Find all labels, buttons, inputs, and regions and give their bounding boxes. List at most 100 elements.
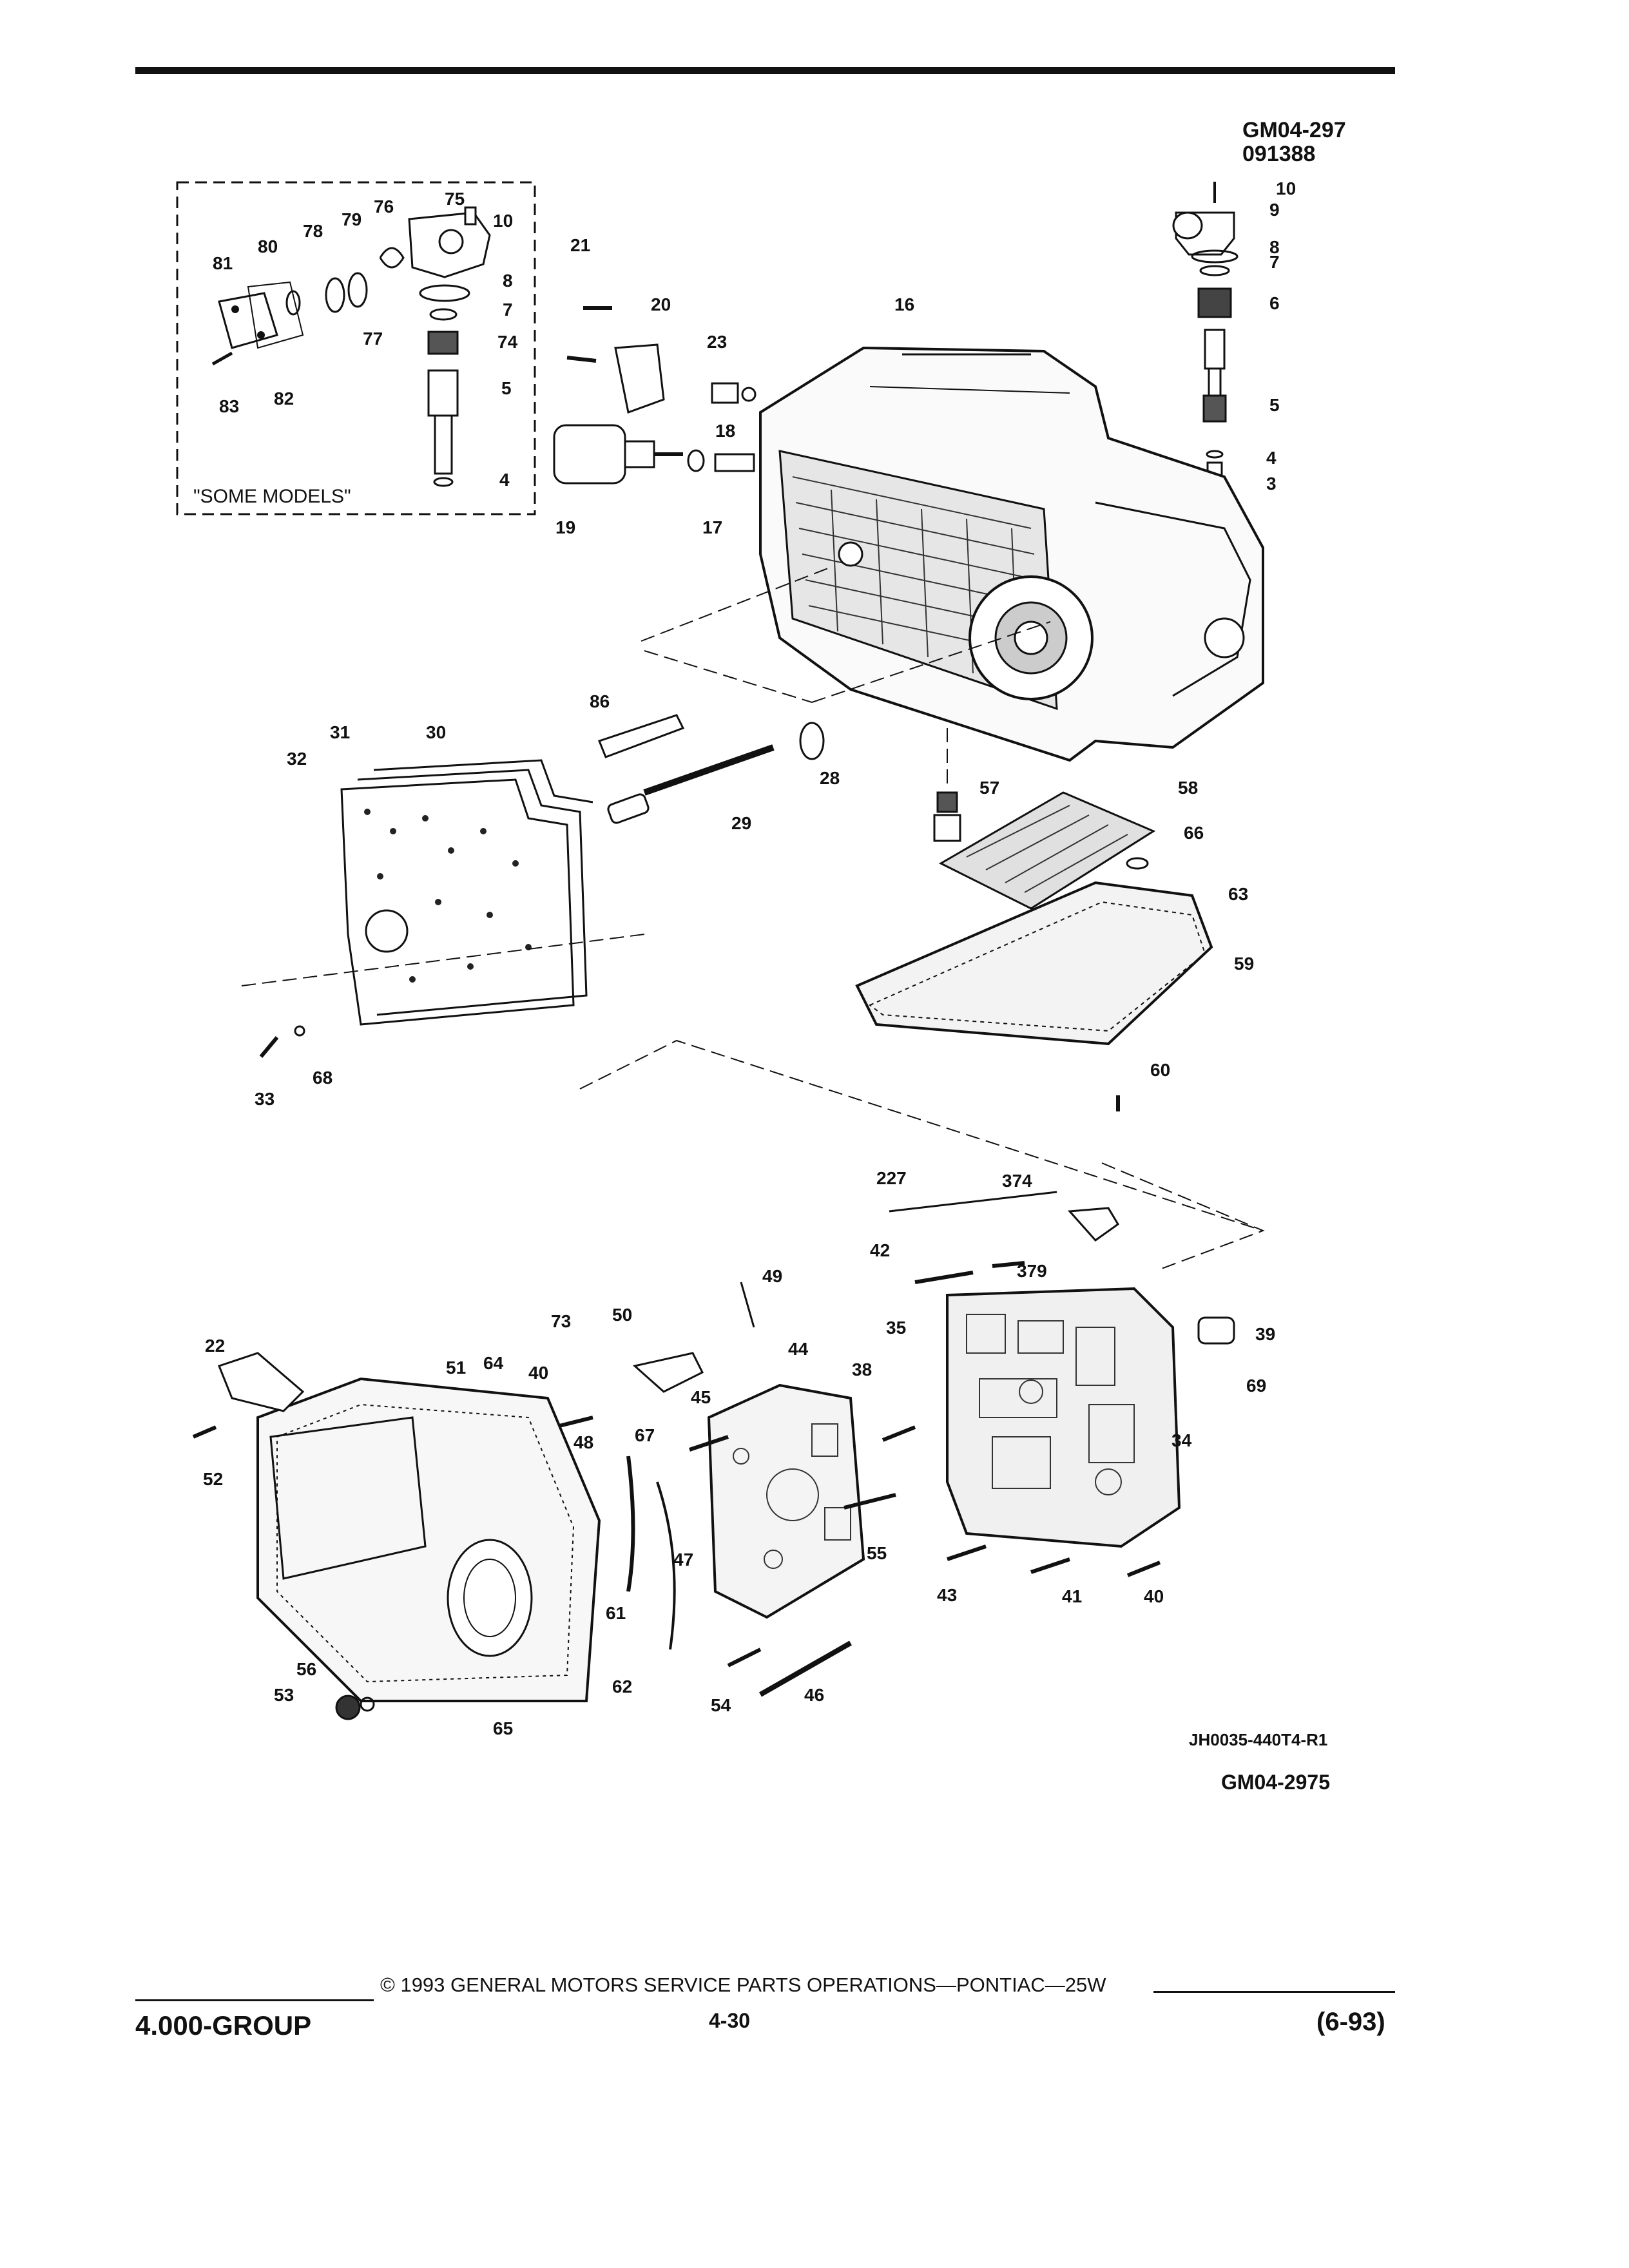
callout-lower-22: 22 — [205, 1336, 225, 1356]
callout-lower-40: 40 — [528, 1363, 548, 1383]
callout-inset-83: 83 — [219, 396, 239, 416]
drawing-ref-secondary: GM04-2975 — [1221, 1771, 1330, 1794]
transaxle-case — [759, 346, 1264, 762]
callout-lower-44: 44 — [788, 1339, 809, 1359]
callout-inset-80: 80 — [258, 236, 278, 256]
footer-page-number: 4-30 — [709, 2009, 751, 2032]
callout-middle-66: 66 — [1184, 823, 1204, 843]
callout-middle-60: 60 — [1150, 1060, 1170, 1080]
assembly-lines — [241, 566, 1265, 1270]
callout-lower-49: 49 — [762, 1266, 782, 1286]
callout-middle-68: 68 — [313, 1068, 333, 1088]
callout-lower-42: 42 — [870, 1240, 890, 1260]
callout-inset-10: 10 — [493, 211, 513, 231]
figure-code: GM04-297 — [1242, 118, 1346, 142]
callout-lower-34: 34 — [1171, 1430, 1192, 1450]
callout-upper-3: 3 — [1266, 474, 1277, 494]
callout-upper-21: 21 — [570, 235, 590, 255]
callout-lower-54: 54 — [711, 1695, 731, 1715]
callout-upper-16: 16 — [894, 294, 914, 314]
callout-lower-56: 56 — [296, 1659, 316, 1679]
footer-copyright: © 1993 GENERAL MOTORS SERVICE PARTS OPER… — [380, 1974, 1106, 1996]
callout-lower-38: 38 — [852, 1360, 872, 1379]
callout-upper-20: 20 — [651, 294, 671, 314]
callout-inset-81: 81 — [213, 253, 233, 273]
callout-inset-78: 78 — [303, 221, 323, 241]
callout-upper-5: 5 — [1269, 395, 1280, 415]
callout-middle-30: 30 — [426, 722, 446, 742]
callout-upper-8: 8 — [1269, 237, 1280, 257]
callout-upper-18: 18 — [715, 421, 735, 441]
callout-lower-35: 35 — [886, 1318, 906, 1338]
callout-lower-67: 67 — [635, 1425, 655, 1445]
callout-lower-46: 46 — [804, 1685, 824, 1705]
inset-label: "SOME MODELS" — [193, 486, 351, 507]
speedometer-stack — [1172, 182, 1239, 478]
callout-lower-51: 51 — [446, 1358, 466, 1378]
callout-upper-4: 4 — [1266, 448, 1277, 468]
callout-lower-48: 48 — [574, 1432, 593, 1452]
callout-middle-29: 29 — [731, 813, 751, 833]
callout-inset-7: 7 — [503, 300, 513, 320]
callout-middle-28: 28 — [820, 768, 840, 788]
callout-middle-31: 31 — [330, 722, 350, 742]
filter-and-pan — [855, 791, 1213, 1111]
callout-lower-43: 43 — [937, 1585, 957, 1605]
footer-rule-right — [1153, 1991, 1395, 1993]
top-rule — [135, 67, 1395, 74]
callout-inset-82: 82 — [274, 389, 294, 408]
callout-middle-57: 57 — [979, 778, 999, 798]
valve-body-assembly — [554, 1191, 1235, 1697]
callout-lower-61: 61 — [606, 1603, 626, 1623]
callout-lower-47: 47 — [673, 1550, 693, 1570]
callout-lower-41: 41 — [1062, 1586, 1082, 1606]
callout-inset-5: 5 — [501, 378, 512, 398]
callout-lower-40: 40 — [1144, 1586, 1164, 1606]
callout-lower-52: 52 — [203, 1469, 223, 1489]
callout-upper-9: 9 — [1269, 200, 1280, 220]
spacer-plates — [259, 714, 825, 1058]
callout-lower-379: 379 — [1017, 1261, 1047, 1281]
callout-inset-8: 8 — [503, 271, 513, 291]
callout-upper-17: 17 — [702, 517, 722, 537]
callout-inset-79: 79 — [342, 209, 361, 229]
footer-group: 4.000-GROUP — [135, 2010, 312, 2041]
callout-lower-64: 64 — [483, 1353, 504, 1373]
callout-upper-19: 19 — [555, 517, 575, 537]
callout-lower-65: 65 — [493, 1718, 513, 1738]
callout-middle-58: 58 — [1178, 778, 1198, 798]
callout-middle-33: 33 — [255, 1089, 275, 1109]
callout-upper-23: 23 — [707, 332, 727, 352]
callout-lower-69: 69 — [1246, 1376, 1266, 1396]
callout-inset-77: 77 — [363, 329, 383, 349]
callout-lower-39: 39 — [1255, 1324, 1275, 1344]
callout-inset-4: 4 — [499, 470, 510, 490]
side-cover — [192, 1352, 601, 1720]
drawing-ref-primary: JH0035-440T4-R1 — [1189, 1730, 1328, 1749]
callout-lower-53: 53 — [274, 1685, 294, 1705]
figure-date: 091388 — [1242, 142, 1316, 166]
some-models-inset: "SOME MODELS" — [176, 181, 536, 515]
callout-upper-10: 10 — [1276, 178, 1296, 198]
callout-inset-74: 74 — [497, 332, 518, 352]
callout-inset-76: 76 — [374, 197, 394, 216]
callout-lower-45: 45 — [691, 1387, 711, 1407]
callout-inset-75: 75 — [445, 189, 465, 209]
callout-middle-32: 32 — [287, 749, 307, 769]
callout-lower-50: 50 — [612, 1305, 632, 1325]
footer-date: (6-93) — [1316, 2008, 1385, 2036]
pressure-switch-parts — [553, 306, 757, 485]
callout-lower-55: 55 — [867, 1543, 887, 1563]
callout-lower-227: 227 — [876, 1168, 907, 1188]
callout-middle-86: 86 — [590, 691, 610, 711]
callout-lower-73: 73 — [551, 1311, 571, 1331]
callout-middle-59: 59 — [1234, 954, 1254, 974]
callout-middle-63: 63 — [1228, 884, 1248, 904]
footer-rule-left — [135, 1999, 374, 2001]
callout-upper-7: 7 — [1269, 252, 1280, 272]
callout-lower-374: 374 — [1002, 1171, 1032, 1191]
callout-lower-62: 62 — [612, 1677, 632, 1696]
